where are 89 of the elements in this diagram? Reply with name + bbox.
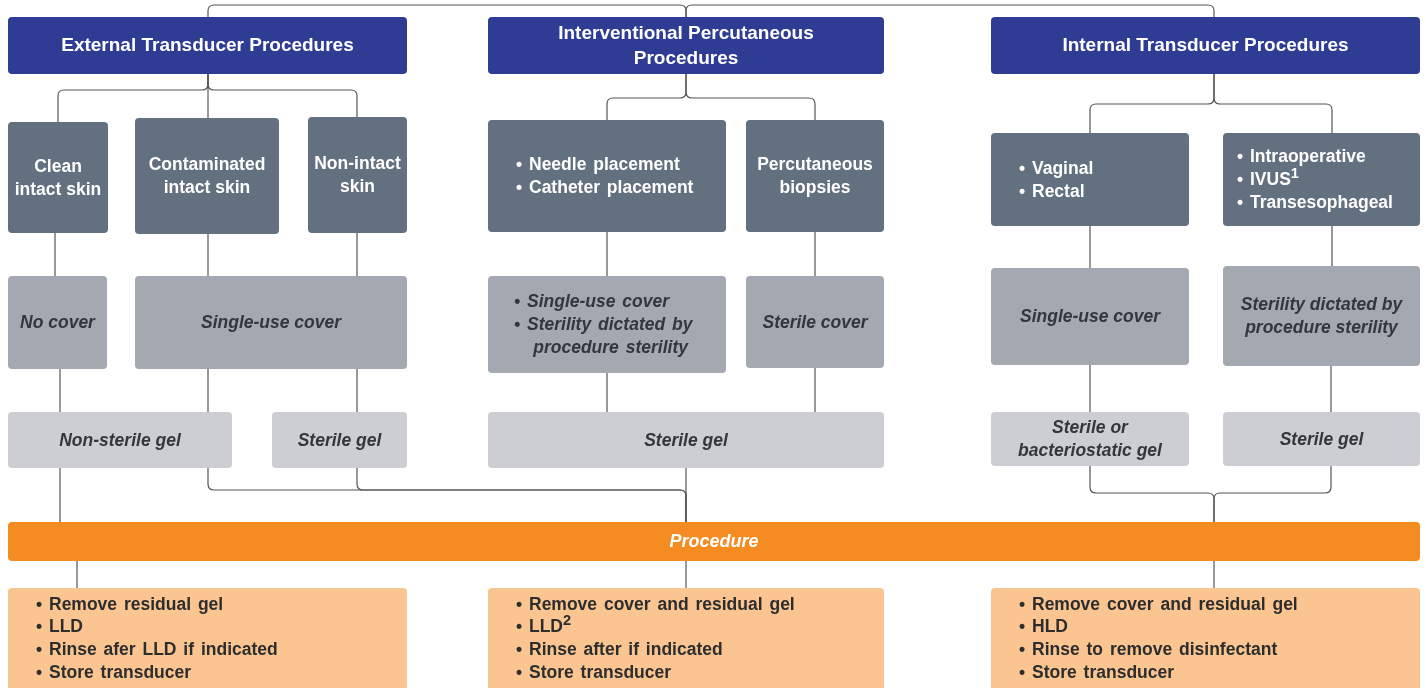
connector-line [685, 73, 816, 121]
list-item: • Store transducer [1019, 660, 1176, 684]
list-item: • Rinse to remove disinfectant [1019, 638, 1279, 661]
list-item: • Single-use cover [514, 290, 671, 314]
post-procedure-box [488, 588, 884, 688]
connector-line [1331, 225, 1333, 267]
box-label: Internal Transducer Procedures [1062, 33, 1349, 58]
connector-line [606, 372, 608, 413]
connector-line [1213, 73, 1333, 134]
list-item: • Catheter placement [516, 176, 694, 199]
list-item: • Remove cover and residual gel [516, 592, 795, 615]
list-item: • IVUS$^{1}$ [1237, 168, 1299, 191]
connector-line [606, 231, 608, 277]
connector-line [54, 232, 56, 277]
box-label: Procedure [669, 529, 759, 553]
list-item: • HLD [1019, 615, 1069, 638]
category-header [488, 17, 884, 74]
connector-line [685, 560, 687, 589]
box-label: No cover [20, 311, 95, 334]
cover-box [991, 268, 1189, 365]
connector-line [207, 233, 209, 277]
cover-box [135, 276, 407, 369]
box-label: External Transducer Procedures [61, 33, 354, 58]
list-item: • Remove cover and residual gel [1019, 592, 1298, 616]
list-item: • Needle placement [516, 153, 681, 176]
procedure-type-box [746, 120, 884, 232]
connector-line [685, 4, 1215, 18]
connector-line [1089, 364, 1091, 413]
box-label: Clean intact skin [14, 154, 102, 201]
list-item: • Intraoperative [1237, 145, 1367, 168]
connector-line [356, 232, 358, 277]
box-label: Sterile or bacteriostatic gel [1017, 416, 1163, 462]
cover-box [488, 276, 726, 373]
box-label: Interventional Percutaneous Procedures [557, 20, 815, 70]
connector-line [59, 368, 61, 413]
gel-box [272, 412, 407, 468]
connector-line [59, 467, 61, 523]
box-label: Contaminated intact skin [147, 153, 267, 199]
list-item: • Sterility dictated by procedure sterility [514, 313, 694, 359]
procedure-type-box [308, 117, 407, 233]
connector-line [814, 231, 816, 277]
gel-box [1223, 412, 1420, 466]
gel-box [991, 412, 1189, 466]
list-item: • Rinse afer LLD if indicated [36, 638, 278, 661]
box-label: Sterility dictated by procedure sterility [1239, 293, 1404, 339]
list-item: • Store transducer [516, 660, 673, 684]
box-label: Non-sterile gel [59, 428, 181, 452]
connector-line [1213, 560, 1215, 589]
connector-line [1089, 225, 1091, 269]
box-label: Sterile gel [644, 428, 728, 452]
list-item: • LLD$^{2}$ [516, 615, 573, 638]
box-label: Non-intact skin [314, 152, 401, 198]
connector-line [76, 560, 78, 589]
connector-line [356, 368, 358, 413]
procedure-bar [8, 522, 1420, 561]
cover-box [1223, 266, 1420, 366]
list-item: • Store transducer [36, 660, 193, 684]
list-item: • LLD [36, 615, 84, 638]
gel-box [8, 412, 232, 468]
connector-line [685, 467, 687, 523]
connector-line [207, 73, 358, 118]
list-item: • Rectal [1019, 179, 1086, 203]
list-item: • Rinse after if indicated [516, 638, 724, 661]
cover-box [8, 276, 107, 369]
post-procedure-box [991, 588, 1420, 688]
connector-line [207, 4, 687, 18]
list-item: • Transesophageal [1237, 190, 1394, 214]
procedure-type-box [488, 120, 726, 232]
connector-line [207, 368, 209, 413]
box-label: Percutaneous biopsies [756, 153, 874, 199]
procedure-type-box [1223, 133, 1420, 226]
connector-line [814, 367, 816, 413]
box-label: Single-use cover [200, 311, 342, 334]
procedure-type-box [8, 122, 108, 233]
gel-box [488, 412, 884, 468]
connector-line [1330, 365, 1332, 413]
post-procedure-box [8, 588, 407, 688]
box-label: Sterile cover [762, 310, 868, 334]
procedure-type-box [135, 118, 279, 234]
box-label: Sterile gel [1279, 427, 1364, 451]
category-header [991, 17, 1420, 74]
category-header [8, 17, 407, 74]
list-item: • Remove residual gel [36, 592, 225, 616]
box-label: Single-use cover [1019, 305, 1161, 328]
procedure-type-box [991, 133, 1189, 226]
box-label: Sterile gel [297, 428, 382, 452]
list-item: • Vaginal [1019, 156, 1095, 180]
connector-line [1213, 465, 1332, 523]
cover-box [746, 276, 884, 368]
